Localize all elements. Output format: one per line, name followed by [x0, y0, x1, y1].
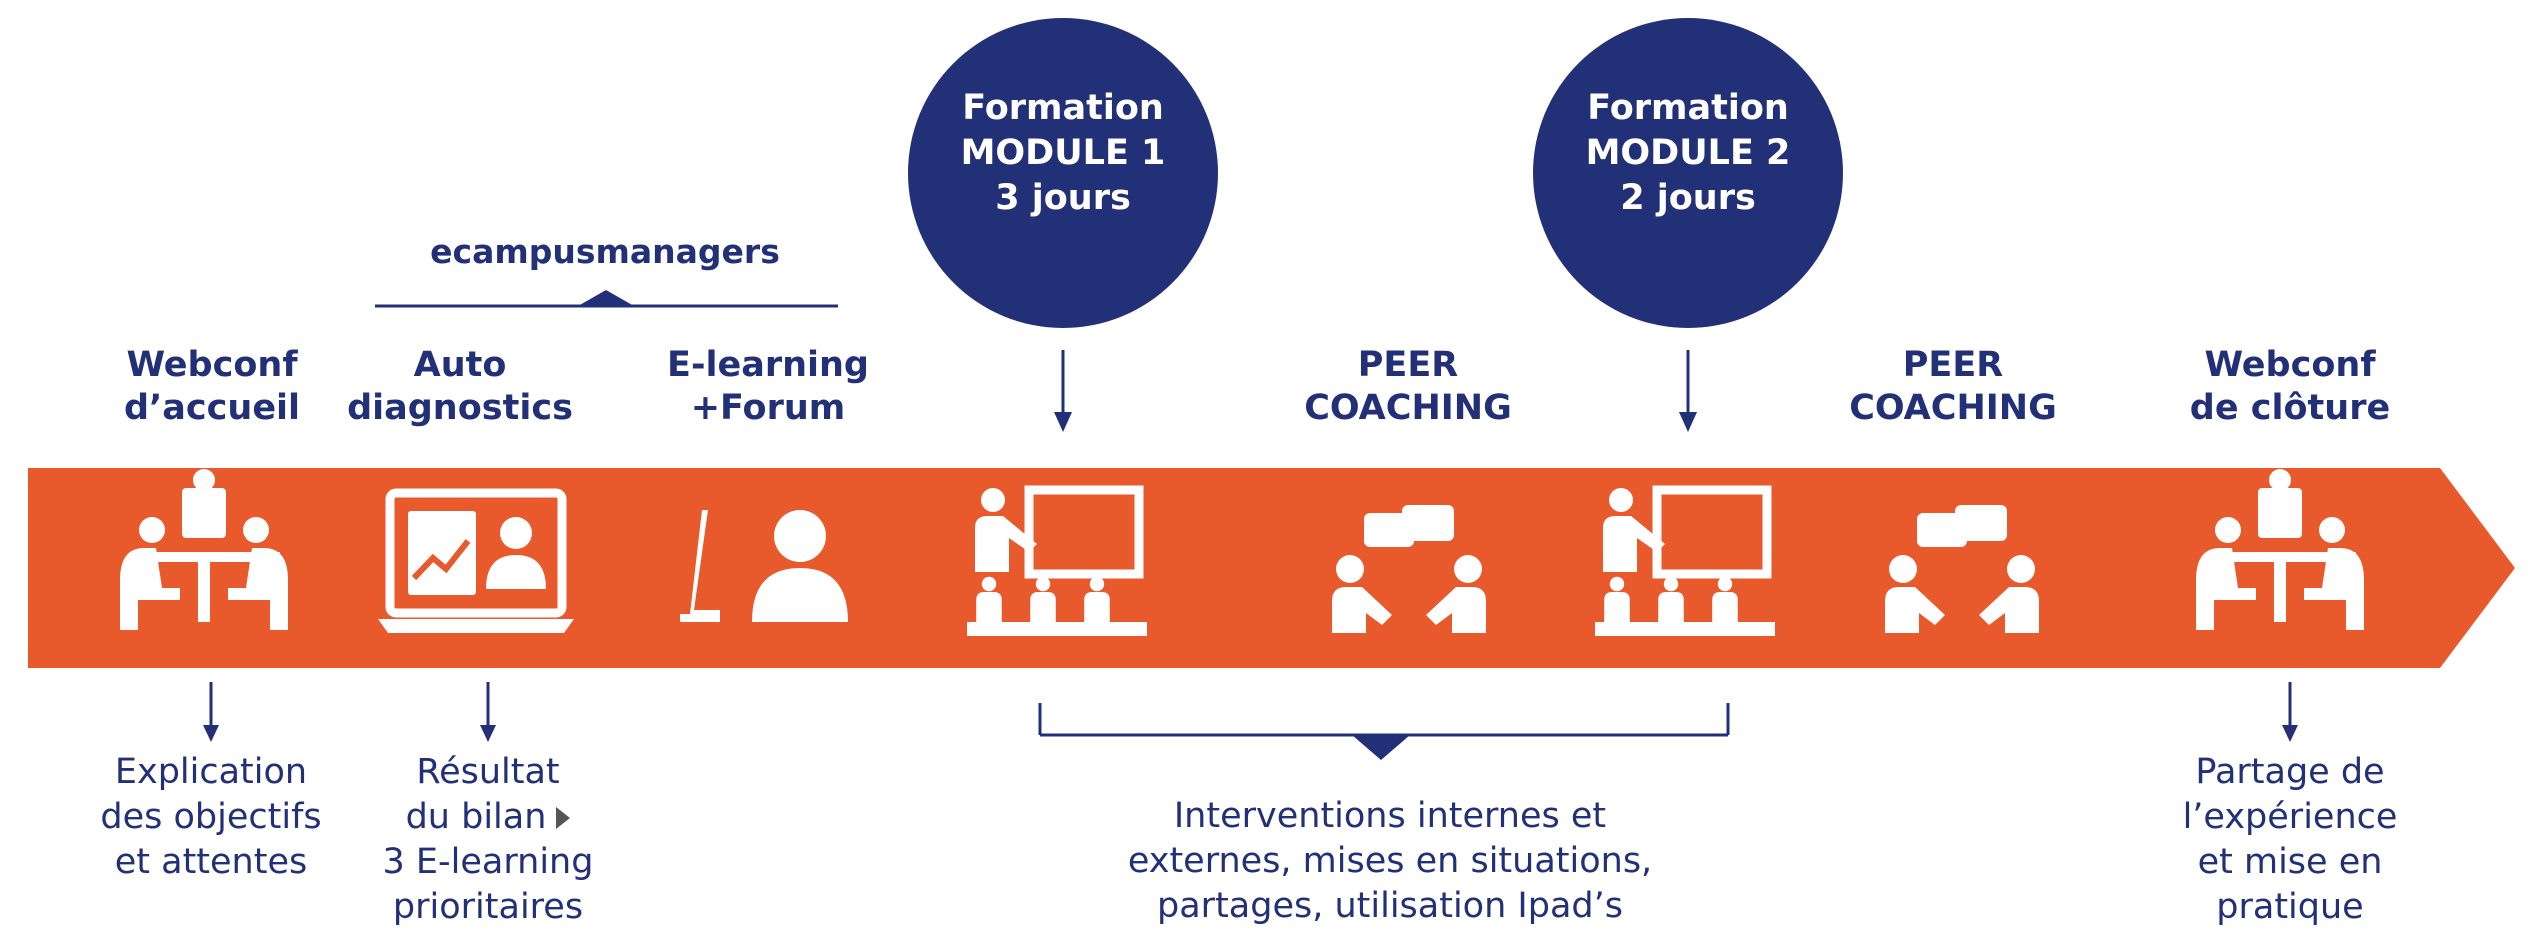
meeting-icon	[120, 469, 288, 630]
step-peer-coaching-2-label: PEER COACHING	[1793, 344, 2113, 430]
step-label-line: d’accueil	[123, 388, 301, 428]
module-2-circle: Formation MODULE 2 2 jours	[1533, 18, 1843, 328]
outcome-line: prioritaires	[392, 887, 584, 927]
outcome-line: externes, mises en situations,	[1127, 841, 1653, 881]
outcome-line: partages, utilisation Ipad’s	[1157, 886, 1623, 926]
step-label-line: PEER	[1902, 345, 2004, 385]
step-label-line: diagnostics	[347, 388, 573, 428]
timeline-arrow	[28, 468, 2515, 668]
play-triangle-icon	[556, 807, 571, 829]
module-1-line2: MODULE 1	[960, 132, 1166, 173]
outcome-line: Interventions internes et	[1173, 796, 1607, 836]
outcome-line: du bilan	[338, 795, 638, 840]
step-elearning-label: E-learning +Forum	[608, 344, 928, 430]
step-label-line: E-learning	[667, 345, 869, 385]
module-arrows	[1054, 350, 1697, 432]
elearning-user-icon	[680, 510, 848, 622]
step-label-line: Webconf	[2204, 345, 2376, 385]
outcome-diagnostics: Résultat du bilan 3 E-learning prioritai…	[338, 750, 638, 930]
step-label-line: Webconf	[126, 345, 298, 385]
interventions-bracket	[1038, 703, 1730, 760]
outcome-line: l’expérience	[2182, 797, 2398, 837]
step-diagnostics-label: Auto diagnostics	[300, 344, 620, 430]
outcome-text: du bilan	[405, 797, 547, 837]
step-label-line: Auto	[413, 345, 507, 385]
outcome-line: Résultat	[416, 752, 560, 792]
module-1-line1: Formation	[962, 87, 1164, 128]
outcome-line: pratique	[2216, 887, 2364, 927]
platform-bracket	[375, 290, 838, 308]
module-2-line2: MODULE 2	[1585, 132, 1791, 173]
module-2-line3: 2 jours	[1620, 177, 1756, 218]
outcome-interventions: Interventions internes et externes, mise…	[1090, 794, 1690, 929]
module-2-line1: Formation	[1587, 87, 1789, 128]
step-label-line: PEER	[1357, 345, 1459, 385]
outcome-welcome: Explication des objectifs et attentes	[61, 750, 361, 885]
step-peer-coaching-1-label: PEER COACHING	[1248, 344, 1568, 430]
outcome-line: et attentes	[114, 842, 308, 882]
classroom-icon	[967, 485, 1147, 636]
outcome-line: Partage de	[2195, 752, 2385, 792]
step-label-line: COACHING	[1849, 388, 2057, 428]
step-label-line: de clôture	[2189, 388, 2391, 428]
outcome-line: des objectifs	[100, 797, 322, 837]
classroom-icon	[1595, 485, 1775, 636]
outcome-line: Explication	[114, 752, 308, 792]
outcome-line: et mise en	[2197, 842, 2383, 882]
module-1-circle: Formation MODULE 1 3 jours	[908, 18, 1218, 328]
step-label-line: COACHING	[1304, 388, 1512, 428]
platform-label: ecampusmanagers	[430, 232, 780, 271]
peer-coaching-icon	[1332, 505, 1486, 633]
outcome-closing: Partage de l’expérience et mise en prati…	[2140, 750, 2440, 930]
module-1-line3: 3 jours	[995, 177, 1131, 218]
step-welcome-label: Webconf d’accueil	[52, 344, 372, 430]
meeting-icon	[2196, 469, 2364, 630]
step-closing-label: Webconf de clôture	[2130, 344, 2450, 430]
outcome-arrows	[203, 682, 2298, 742]
laptop-diagnostic-icon	[378, 488, 574, 633]
step-label-line: +Forum	[690, 388, 846, 428]
peer-coaching-icon	[1885, 505, 2039, 633]
outcome-line: 3 E-learning	[382, 842, 594, 882]
